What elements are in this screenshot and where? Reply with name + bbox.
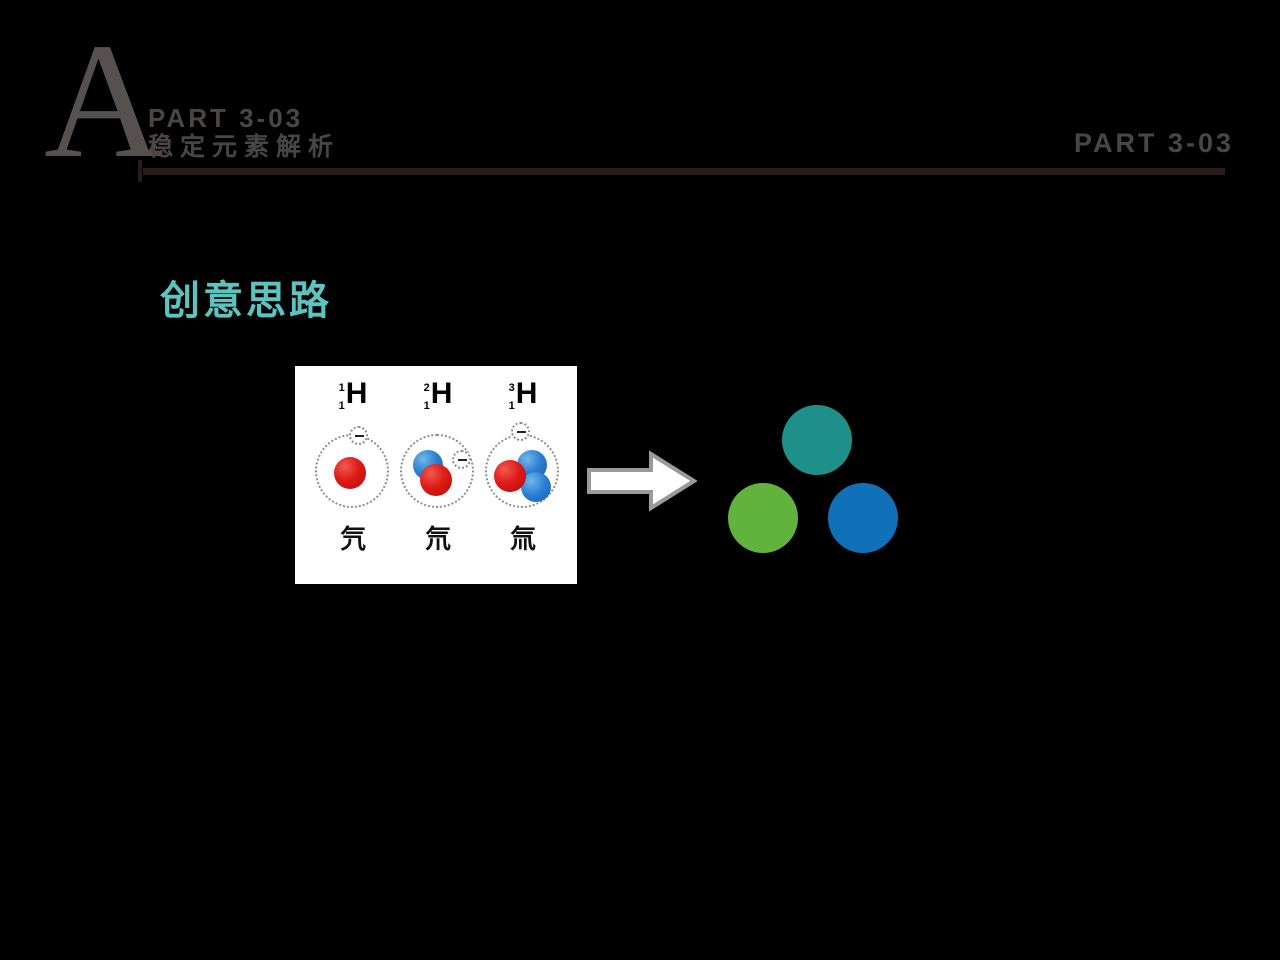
- atom-diagram: [396, 424, 480, 520]
- isotope-mass-number: 2: [423, 382, 430, 394]
- header-decorative-letter: A: [44, 9, 164, 192]
- isotope-element-symbol: H: [515, 377, 538, 410]
- atom-diagram: [311, 424, 395, 520]
- isotope-chinese-name: 氘: [424, 524, 451, 554]
- right-arrow-icon: [587, 450, 697, 512]
- neutron-icon: [521, 472, 551, 502]
- isotope-atomic-number: 1: [338, 400, 345, 412]
- electron-icon: [349, 426, 368, 445]
- isotope-numbers: 2 1: [424, 378, 430, 412]
- isotope-element-symbol: H: [345, 377, 368, 410]
- isotope-symbol: 1 1 H: [311, 378, 395, 422]
- isotope-column: 2 1 H 氘: [396, 378, 480, 574]
- electron-orbit-icon: [400, 434, 474, 508]
- isotope-atomic-number: 1: [508, 400, 515, 412]
- header-rule-tick: [138, 160, 142, 182]
- isotope-mass-number: 3: [508, 382, 515, 394]
- isotope-column: 3 1 H 氚: [481, 378, 565, 574]
- proton-icon: [494, 460, 526, 492]
- teal-circle: [782, 405, 852, 475]
- header-subtitle: 稳定元素解析: [148, 133, 341, 161]
- slide-header: A PART 3-03 稳定元素解析 PART 3-03: [0, 0, 1280, 190]
- electron-icon: [511, 422, 530, 441]
- isotope-diagram-panel: 1 1 H 氕 2 1 H: [295, 366, 577, 584]
- header-divider-rule: [143, 168, 1225, 175]
- section-heading: 创意思路: [160, 279, 332, 323]
- isotope-diagram-inner: 1 1 H 氕 2 1 H: [297, 368, 575, 582]
- isotope-chinese-name: 氕: [339, 524, 366, 554]
- proton-icon: [334, 457, 366, 489]
- isotope-column: 1 1 H 氕: [311, 378, 395, 574]
- header-title-group: PART 3-03 稳定元素解析: [148, 104, 568, 162]
- isotope-element-symbol: H: [430, 377, 453, 410]
- isotope-numbers: 1 1: [339, 378, 345, 412]
- isotope-mass-number: 1: [338, 382, 345, 394]
- green-circle: [728, 483, 798, 553]
- isotope-symbol: 2 1 H: [396, 378, 480, 422]
- isotope-symbol: 3 1 H: [481, 378, 565, 422]
- atom-diagram: [481, 422, 565, 520]
- proton-icon: [420, 464, 452, 496]
- isotope-atomic-number: 1: [423, 400, 430, 412]
- isotope-numbers: 3 1: [509, 378, 515, 412]
- header-part-label: PART 3-03: [148, 103, 304, 133]
- electron-icon: [452, 450, 471, 469]
- header-part-label-right: PART 3-03: [1073, 128, 1234, 158]
- blue-circle: [828, 483, 898, 553]
- isotope-chinese-name: 氚: [509, 524, 536, 554]
